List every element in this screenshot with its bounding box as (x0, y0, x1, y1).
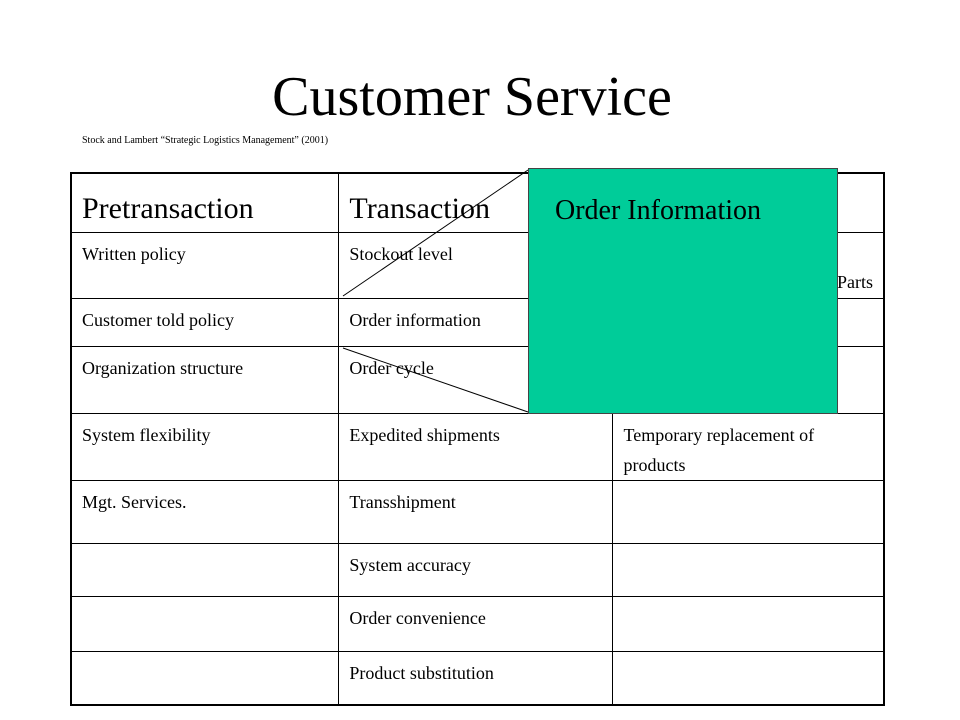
table-row: Mgt. Services. Transshipment (70, 480, 885, 544)
table-cell: System accuracy (338, 543, 614, 597)
table-cell: Order convenience (338, 596, 614, 652)
table-cell (612, 480, 885, 544)
table-cell: Temporary replacement of products (612, 413, 885, 481)
table-cell: Organization structure (70, 346, 340, 414)
callout-label: Order Information (555, 195, 762, 226)
table-cell: Customer told policy (70, 298, 340, 347)
table-cell: System flexibility (70, 413, 340, 481)
slide-title: Customer Service (272, 66, 672, 128)
table-cell: Transshipment (338, 480, 614, 544)
table-cell (612, 596, 885, 652)
table-cell: Product substitution (338, 651, 614, 705)
table-cell: Written policy (70, 232, 340, 299)
table-cell (70, 596, 340, 652)
table-cell: Mgt. Services. (70, 480, 340, 544)
table-cell (70, 543, 340, 597)
table-cell: Expedited shipments (338, 413, 614, 481)
table-cell (70, 651, 340, 705)
citation: Stock and Lambert “Strategic Logistics M… (82, 135, 329, 146)
header-pretransaction: Pretransaction (70, 172, 340, 233)
table-cell (612, 651, 885, 705)
table-cell (612, 543, 885, 597)
table-row: Order convenience (70, 596, 885, 652)
table-cell-text: Parts (837, 272, 873, 292)
table-row: System flexibility Expedited shipments T… (70, 413, 885, 481)
order-information-callout: Order Information (528, 168, 838, 414)
table-row: System accuracy (70, 543, 885, 597)
table-row: Product substitution (70, 651, 885, 705)
